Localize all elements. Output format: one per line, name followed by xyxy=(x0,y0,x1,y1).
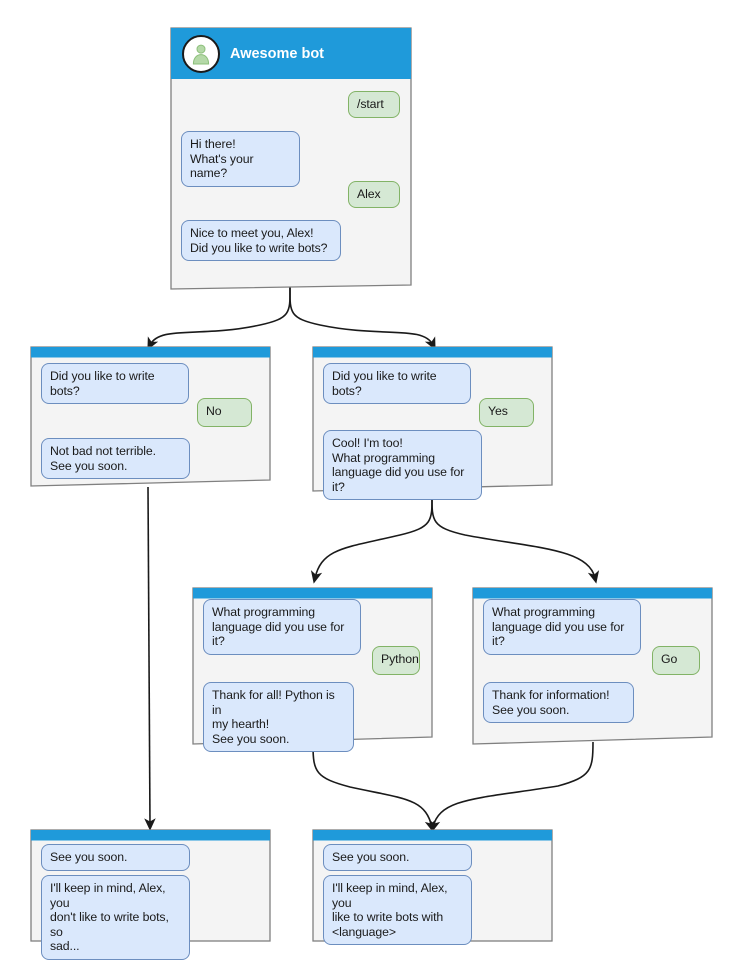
message-bubble-bot: See you soon. xyxy=(323,844,472,871)
card-start[interactable]: Awesome bot /start Hi there! What's your… xyxy=(170,27,412,290)
edge-python-to-end-happy xyxy=(312,744,437,833)
card-end-happy[interactable]: See you soon. I'll keep in mind, Alex, y… xyxy=(312,829,553,946)
message-bubble-bot: Thank for information! See you soon. xyxy=(483,682,634,724)
edge-go-to-end-happy xyxy=(428,741,594,833)
message-bubble-bot: Did you like to write bots? xyxy=(41,363,189,405)
card-answer-yes[interactable]: Did you like to write bots? Yes Cool! I'… xyxy=(312,346,553,501)
message-bubble-user: Go xyxy=(652,646,700,675)
message-bubble-bot: Not bad not terrible. See you soon. xyxy=(41,438,190,480)
edge-yes-to-python xyxy=(310,491,433,584)
message-bubble-bot: See you soon. xyxy=(41,844,190,871)
message-bubble-user: /start xyxy=(348,91,400,118)
avatar xyxy=(182,35,220,73)
message-bubble-user: Yes xyxy=(479,398,534,427)
message-bubble-bot: Thank for all! Python is in my hearth! S… xyxy=(203,682,354,753)
message-bubble-bot: I'll keep in mind, Alex, you like to wri… xyxy=(323,875,472,946)
card-title: Awesome bot xyxy=(230,46,325,62)
message-bubble-bot: Cool! I'm too! What programming language… xyxy=(323,430,482,501)
message-bubble-bot: Hi there! What's your name? xyxy=(181,131,300,187)
card-language-go[interactable]: What programming language did you use fo… xyxy=(472,587,713,745)
message-bubble-bot: What programming language did you use fo… xyxy=(483,599,641,655)
edge-no-to-end-sad xyxy=(144,486,156,831)
message-bubble-user: Python xyxy=(372,646,420,675)
message-bubble-user: Alex xyxy=(348,181,400,208)
card-language-python[interactable]: What programming language did you use fo… xyxy=(192,587,433,753)
edge-start-to-no xyxy=(147,284,291,351)
message-bubble-bot: Nice to meet you, Alex! Did you like to … xyxy=(181,220,341,262)
edge-start-to-yes xyxy=(289,284,436,351)
message-bubble-bot: I'll keep in mind, Alex, you don't like … xyxy=(41,875,190,960)
edge-yes-to-go xyxy=(431,491,600,584)
message-bubble-bot: What programming language did you use fo… xyxy=(203,599,361,655)
card-end-sad[interactable]: See you soon. I'll keep in mind, Alex, y… xyxy=(30,829,271,960)
message-bubble-bot: Did you like to write bots? xyxy=(323,363,471,405)
message-bubble-user: No xyxy=(197,398,252,427)
person-avatar-icon xyxy=(192,44,210,65)
card-answer-no[interactable]: Did you like to write bots? No Not bad n… xyxy=(30,346,271,487)
